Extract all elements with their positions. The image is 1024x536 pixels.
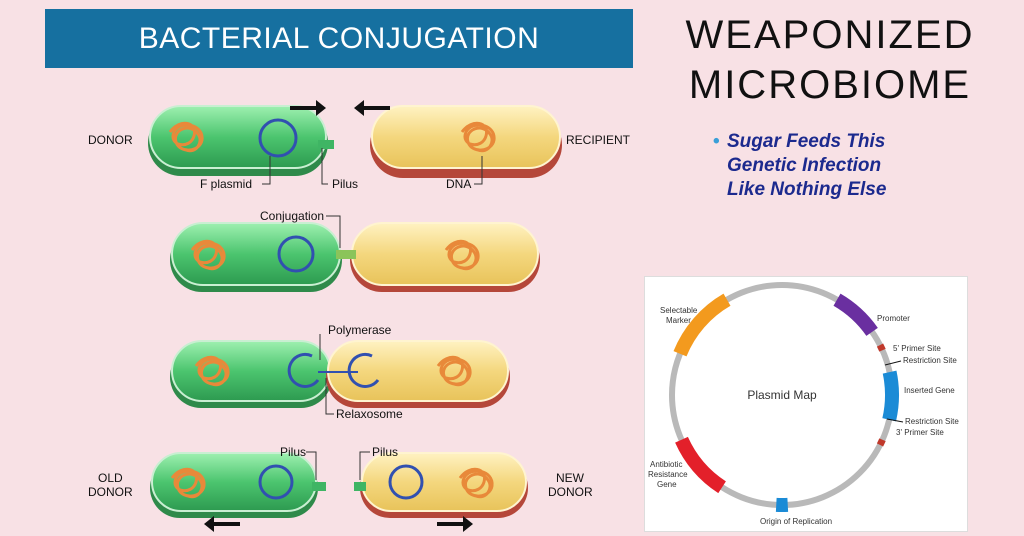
donor-label: DONOR: [88, 133, 133, 147]
headline-line-2: MICROBIOME: [688, 63, 972, 107]
title-banner: BACTERIAL CONJUGATION: [45, 9, 633, 68]
promoter-arc: [833, 293, 878, 337]
selectable-marker-label: Marker: [666, 316, 691, 325]
bullet-icon: •: [713, 131, 720, 152]
antibiotic-label: Resistance: [648, 470, 688, 479]
origin-label: Origin of Replication: [760, 517, 832, 526]
f-plasmid-label: F plasmid: [200, 177, 252, 191]
new-donor-label: NEW: [556, 471, 585, 485]
antibiotic-label: Gene: [657, 480, 677, 489]
headline: WEAPONIZED MICROBIOME: [660, 10, 1000, 110]
subtitle-line: Sugar Feeds This: [727, 131, 886, 152]
restriction-site-label: Restriction Site: [905, 417, 959, 426]
old-donor-label: DONOR: [88, 485, 133, 499]
selectable-marker-arc: [673, 293, 731, 357]
arrow-right-icon: [290, 100, 326, 116]
transfer-cells: [170, 340, 510, 408]
new-donor-label: DONOR: [548, 485, 593, 499]
new-donor-cell: [354, 452, 528, 518]
plasmid-map-title: Plasmid Map: [747, 388, 817, 402]
primer3-marker: [876, 438, 886, 447]
pilus-left-label: Pilus: [280, 445, 306, 459]
primer5-label: 5' Primer Site: [893, 344, 941, 353]
arrow-left-icon: [354, 100, 390, 116]
conjugating-cells: [170, 222, 540, 292]
f-plasmid-icon: [258, 118, 298, 158]
pilus-right-label: Pilus: [372, 445, 398, 459]
donor-cell: [148, 105, 334, 176]
subtitle: • Sugar Feeds This Genetic Infection Lik…: [713, 130, 886, 202]
headline-line-1: WEAPONIZED: [685, 13, 975, 57]
inserted-gene-arc: [882, 370, 899, 422]
polymerase-label: Polymerase: [328, 323, 392, 337]
recipient-cell: [370, 105, 562, 178]
old-donor-label: OLD: [98, 471, 123, 485]
selectable-marker-label: Selectable: [660, 306, 698, 315]
antibiotic-label: Antibiotic: [650, 460, 682, 469]
relaxosome-label: Relaxosome: [336, 407, 403, 421]
inserted-gene-label: Inserted Gene: [904, 386, 955, 395]
subtitle-line: Genetic Infection: [727, 155, 882, 176]
conjugation-label: Conjugation: [260, 209, 324, 223]
plasmid-map: Plasmid Map Selectable Marker Promoter 5…: [644, 276, 968, 532]
dna-label: DNA: [446, 177, 471, 191]
restriction-site-label: Restriction Site: [903, 356, 957, 365]
arrow-left-icon: [204, 516, 240, 532]
old-donor-cell: [150, 452, 326, 518]
recipient-label: RECIPIENT: [566, 133, 631, 147]
subtitle-line: Like Nothing Else: [727, 179, 887, 200]
conjugation-diagram: DONOR RECIPIENT F plasmid Pilus DNA Conj…: [88, 100, 631, 532]
primer3-label: 3' Primer Site: [896, 428, 944, 437]
antibiotic-resistance-arc: [675, 436, 727, 494]
pilus-label: Pilus: [332, 177, 358, 191]
arrow-right-icon: [437, 516, 473, 532]
promoter-label: Promoter: [877, 314, 910, 323]
primer5-marker: [876, 343, 886, 352]
